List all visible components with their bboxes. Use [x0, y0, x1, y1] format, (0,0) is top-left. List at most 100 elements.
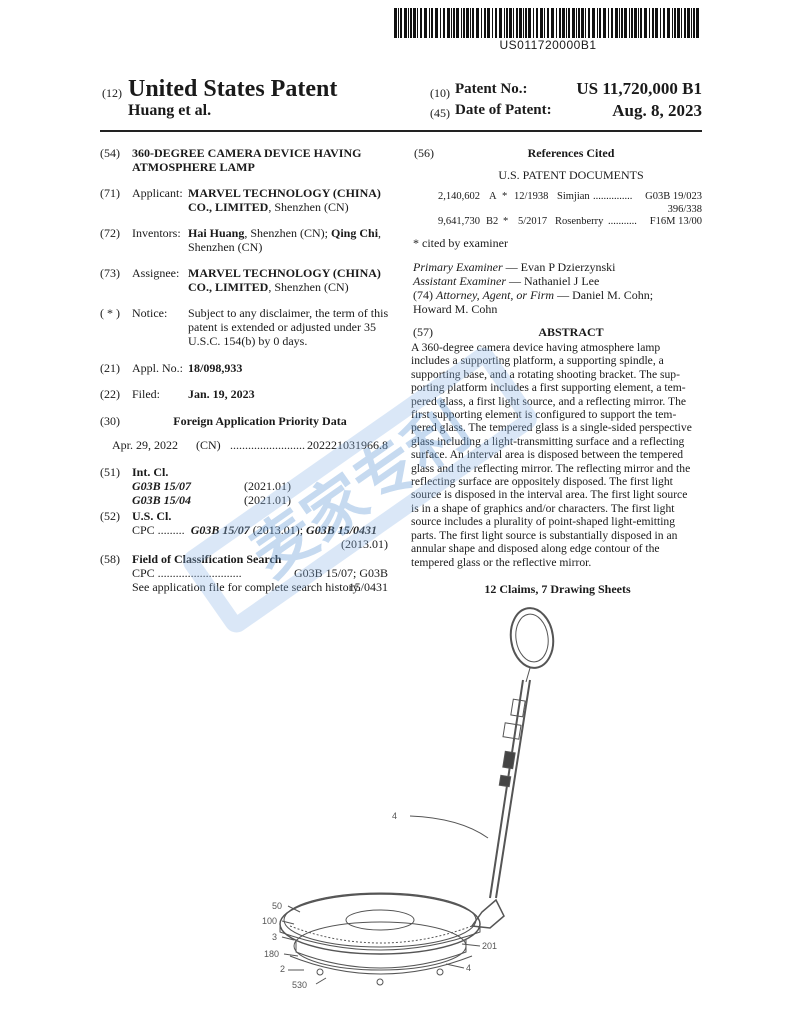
label-180: 180	[264, 949, 279, 959]
assignee-label: Assignee:	[132, 266, 180, 280]
code-56: (56)	[414, 146, 434, 160]
us-cl-version-1: (2013.01);	[249, 523, 307, 537]
ref-1-class-2: 396/338	[667, 204, 702, 215]
code-notice: ( * )	[100, 306, 120, 320]
priority-dots: .........................	[230, 438, 305, 452]
int-cl-2-version: (2021.01)	[244, 493, 291, 507]
ref-2-star: *	[503, 216, 509, 227]
priority-country: (CN)	[196, 438, 221, 452]
notice-label: Notice:	[132, 306, 168, 320]
code-22: (22)	[100, 387, 120, 401]
ref-1-kind: A	[489, 191, 497, 202]
ring-light	[509, 607, 555, 683]
inventor-short: Huang et al.	[128, 102, 212, 119]
appl-no-label: Appl. No.:	[132, 361, 183, 375]
us-cl-code-2: G03B 15/0431	[306, 523, 378, 537]
ref-1-number: 2,140,602	[438, 191, 480, 202]
invention-title-line2: ATMOSPHERE LAMP	[132, 160, 255, 174]
leader-4	[409, 815, 489, 839]
abstract-line: glass including a light-transmitting sur…	[411, 434, 685, 448]
label-4b: 4	[466, 963, 471, 973]
patent-drawing: 4 50 100 3 180 2 530 201 4	[262, 607, 555, 990]
label-3: 3	[272, 932, 277, 942]
field-search-cpc-dots: CPC ............................	[132, 566, 242, 580]
rotating-platform	[279, 892, 481, 986]
label-100: 100	[262, 916, 277, 926]
code-30: (30)	[100, 414, 120, 428]
abstract-line: includes a supporting platform, a suppor…	[411, 354, 664, 368]
filed-value: Jan. 19, 2023	[188, 387, 255, 401]
us-cl-heading: U.S. Cl.	[132, 509, 172, 523]
ref-1-date: 12/1938	[514, 191, 549, 202]
attorney-label: Attorney, Agent, or Firm	[436, 288, 555, 302]
abstract-line: pered glass. The tempered glass is a sin…	[411, 421, 692, 435]
code-74: (74)	[413, 288, 436, 302]
inventor-1-location: , Shenzhen (CN);	[244, 226, 332, 240]
code-51: (51)	[100, 465, 120, 479]
label-2: 2	[280, 964, 285, 974]
ref-2-class: F16M 13/00	[649, 216, 702, 227]
code-72: (72)	[100, 226, 120, 240]
abstract-line: parts. The first light source is substan…	[411, 528, 678, 542]
applicant-line2: CO., LIMITED, Shenzhen (CN)	[188, 200, 349, 214]
patent-number: US 11,720,000 B1	[576, 79, 702, 98]
inventor-1: Hai Huang	[188, 226, 245, 240]
cited-by-examiner: * cited by examiner	[413, 236, 508, 250]
applicant-company-suffix: CO., LIMITED	[188, 200, 269, 214]
support-pole	[470, 679, 531, 929]
barcode	[394, 8, 699, 38]
assignee-line2: CO., LIMITED, Shenzhen (CN)	[188, 280, 349, 294]
us-cl-version-2: (2013.01)	[341, 537, 388, 551]
abstract-line: pered glass, a first light source, and a…	[411, 394, 687, 408]
assistant-examiner: Assistant Examiner — Nathaniel J Lee	[413, 274, 599, 288]
us-cl-cpc-label: CPC .........	[132, 523, 185, 537]
abstract-line: A 360-degree camera device having atmosp…	[411, 341, 661, 354]
ref-1-class: G03B 19/023	[645, 191, 702, 202]
assignee-location: , Shenzhen (CN)	[268, 280, 349, 294]
abstract-line: source is disposed in the interval area.…	[411, 488, 688, 502]
attorney-name: — Daniel M. Cohn;	[554, 288, 654, 302]
assistant-examiner-name: — Nathaniel J Lee	[506, 274, 600, 288]
ref-2-dots: ...........	[608, 216, 637, 227]
priority-date: Apr. 29, 2022	[112, 438, 178, 452]
foreign-priority-heading: Foreign Application Priority Data	[173, 414, 347, 428]
int-cl-heading: Int. Cl.	[132, 465, 169, 479]
inventors-line1: Hai Huang, Shenzhen (CN); Qing Chi,	[188, 226, 381, 240]
date-label: Date of Patent:	[455, 102, 552, 118]
document-title: United States Patent	[128, 76, 338, 102]
code-71: (71)	[100, 186, 120, 200]
primary-examiner: Primary Examiner — Evan P Dzierzynski	[413, 260, 616, 274]
abstract-line: reflecting surface are oppositely dispos…	[411, 475, 673, 489]
int-cl-2: G03B 15/04	[132, 493, 192, 507]
header-rule	[100, 130, 702, 132]
appl-no-value: 18/098,933	[188, 361, 243, 375]
field-search-heading: Field of Classification Search	[132, 552, 282, 566]
abstract-heading: ABSTRACT	[538, 325, 604, 339]
us-patent-docs-heading: U.S. PATENT DOCUMENTS	[498, 168, 644, 182]
ref-2-date: 5/2017	[518, 216, 548, 227]
ref-1-name: Simjian	[557, 191, 590, 202]
field-search-codes: G03B 15/07; G03B 15/0431	[293, 566, 388, 594]
abstract-line: source includes a plurality of point-sha…	[411, 515, 676, 529]
assistant-examiner-label: Assistant Examiner	[413, 274, 506, 288]
code-57: (57)	[413, 325, 433, 339]
ref-2-name: Rosenberry	[555, 216, 604, 227]
abstract-line: first supporting element is configured t…	[411, 408, 677, 422]
code-21: (21)	[100, 361, 120, 375]
inventor-2: Qing Chi	[331, 226, 379, 240]
label-201: 201	[482, 941, 497, 951]
inventor-sep: ,	[378, 226, 382, 240]
assignee-company-suffix: CO., LIMITED	[188, 280, 269, 294]
ref-2-number: 9,641,730	[438, 216, 480, 227]
attorney-line1: (74) Attorney, Agent, or Firm — Daniel M…	[413, 288, 653, 302]
patent-date: Aug. 8, 2023	[612, 101, 702, 120]
abstract-line: annular shape and disposed along edge co…	[411, 542, 660, 556]
filed-label: Filed:	[132, 387, 161, 401]
notice-line2: patent is extended or adjusted under 35	[188, 320, 376, 334]
code-12: (12)	[102, 86, 122, 100]
abstract-line: surface. An interval area is disposed be…	[411, 448, 684, 462]
primary-examiner-name: — Evan P Dzierzynski	[502, 260, 616, 274]
code-45: (45)	[430, 106, 450, 120]
inventors-label: Inventors:	[132, 226, 181, 240]
